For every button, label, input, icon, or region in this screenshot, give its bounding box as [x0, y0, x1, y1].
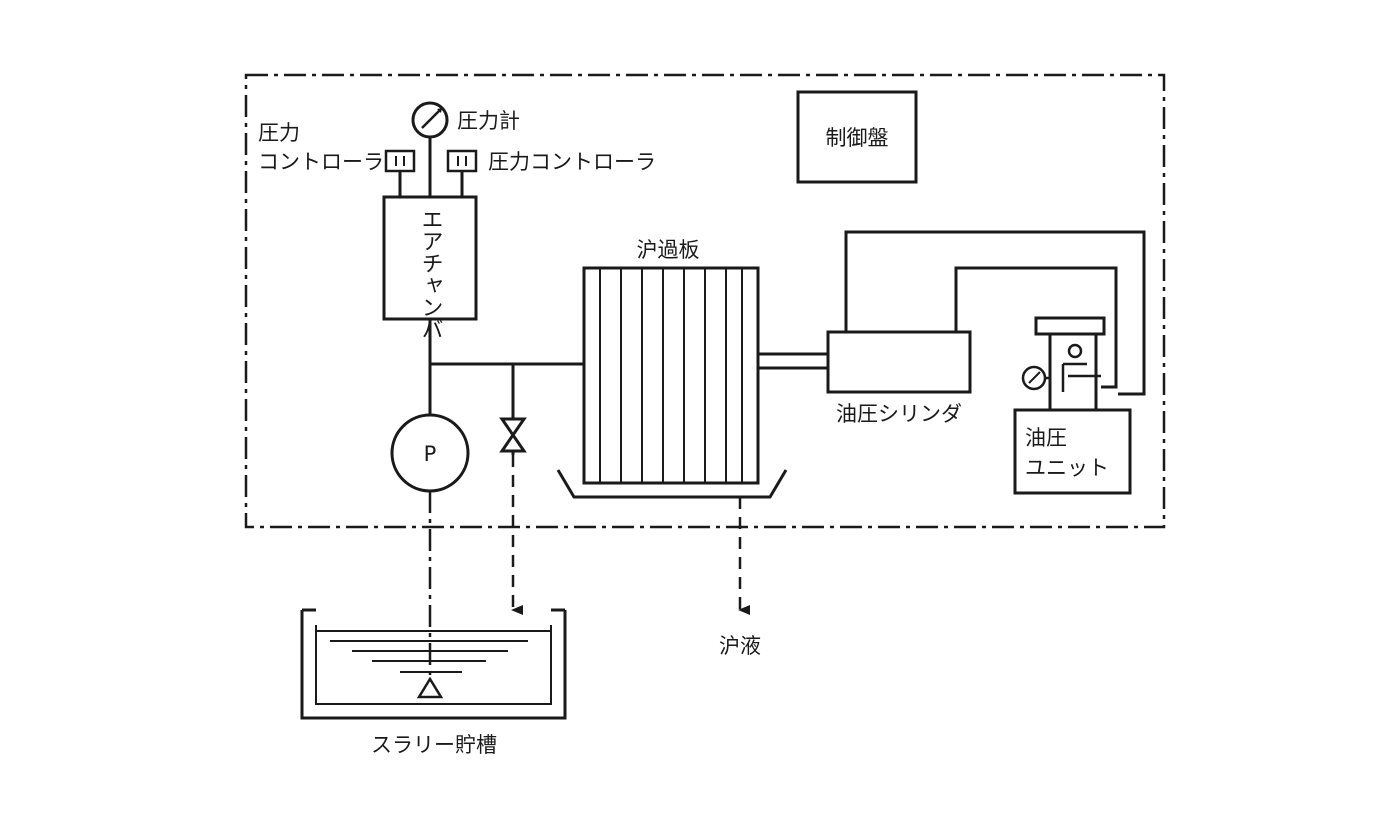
- gauge-needle-icon: [421, 109, 441, 129]
- pressure-controller-right-label: 圧力コントローラ: [488, 150, 656, 174]
- control-panel: 制御盤: [796, 90, 918, 184]
- filter-plate-stack: 沪過板: [556, 238, 788, 499]
- hydraulic-lines: [844, 230, 1146, 396]
- equipment-area: [244, 73, 1166, 529]
- slurry-tank-label: スラリー貯槽: [371, 733, 497, 757]
- pressure-gauge: 圧力計: [411, 101, 520, 197]
- air-chamber: エアチャンバ: [382, 195, 478, 340]
- process-piping: [428, 319, 583, 419]
- pressure-controller-left-label-2: コントローラ: [258, 150, 384, 174]
- filter-plate-label: 沪過板: [637, 238, 700, 262]
- pump: P: [390, 413, 470, 493]
- hydraulic-unit-label-2: ユニット: [1025, 456, 1109, 480]
- pressure-gauge-label: 圧力計: [457, 109, 520, 133]
- drip-tray: [556, 469, 788, 499]
- slurry-tank: スラリー貯槽: [300, 608, 567, 757]
- pressure-controller-right: 圧力コントローラ: [446, 149, 656, 197]
- pressure-controller-left-label-1: 圧力: [258, 121, 300, 145]
- control-panel-label: 制御盤: [826, 126, 889, 150]
- piston-rod: [758, 352, 828, 370]
- filtrate-label: 沪液: [719, 634, 761, 658]
- hydraulic-unit-label-1: 油圧: [1025, 426, 1067, 450]
- unit-gauge-needle-icon: [1028, 371, 1041, 384]
- flow-lines: [428, 455, 750, 692]
- hydraulic-unit: 油圧 ユニット: [1013, 316, 1132, 495]
- hydraulic-cylinder-label: 油圧シリンダ: [836, 402, 962, 426]
- valve-icon: [499, 417, 527, 455]
- pressure-controller-left: 圧力 コントローラ: [258, 121, 416, 197]
- hydraulic-cylinder: 油圧シリンダ: [826, 330, 972, 426]
- air-chamber-label: エアチャンバ: [418, 208, 443, 340]
- pump-label: P: [424, 442, 437, 466]
- level-indicator-icon: [416, 676, 444, 699]
